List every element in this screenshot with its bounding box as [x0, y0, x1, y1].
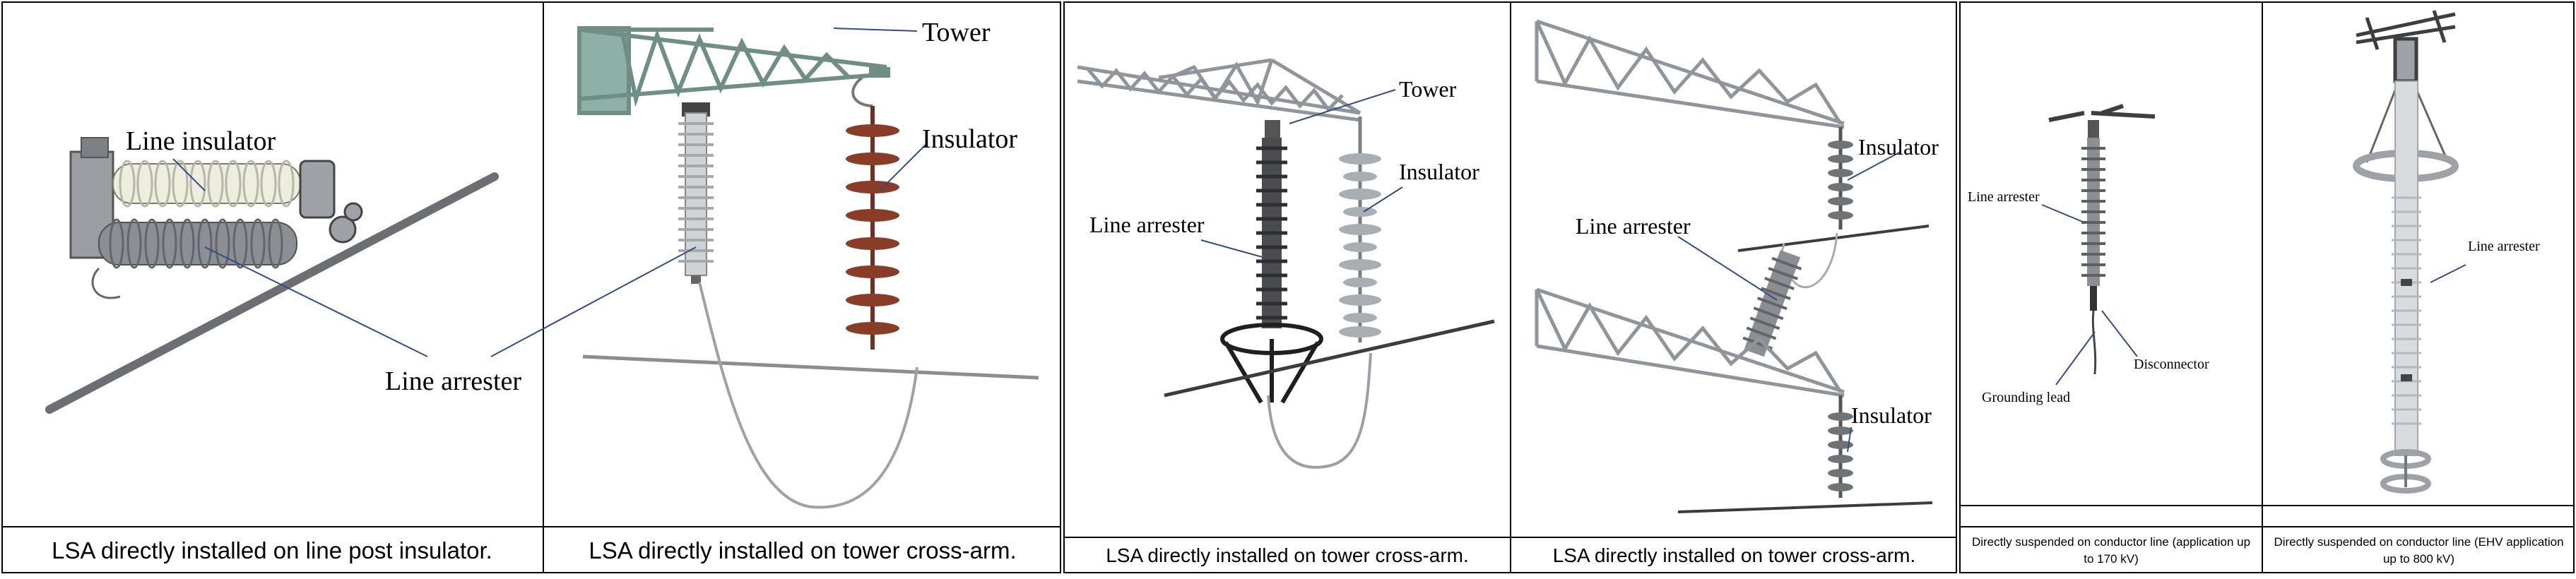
panel-3-grading-ring	[1220, 323, 1323, 404]
label-insulator-4-top: Insulator	[1858, 134, 1939, 160]
label-line-arrester-6: Line arrester	[2468, 239, 2540, 254]
panel-4-lower-insulator	[1828, 395, 1853, 498]
panel-4-upper-insulator	[1828, 127, 1853, 229]
panel-3-insulator-string	[1339, 117, 1381, 342]
panel-4-lower-cross-arm	[1535, 287, 1845, 398]
panel-3-connection-lead	[1267, 352, 1372, 469]
label-tower: Tower	[922, 18, 991, 47]
panel-2-caption: LSA directly installed on tower cross-ar…	[589, 537, 1017, 563]
label-tower-3: Tower	[1399, 76, 1457, 102]
panel-4-caption: LSA directly installed on tower cross-ar…	[1552, 544, 1916, 566]
panel-5-diagram	[2041, 104, 2156, 386]
panel-1-caption: LSA directly installed on line post insu…	[52, 537, 492, 563]
leader-line-arrester	[204, 246, 428, 357]
panel-6-diagram	[2353, 10, 2466, 494]
panel-group-1-caption-divider	[1, 526, 1061, 527]
panel-5-caption: Directly suspended on conductor line (ap…	[1971, 535, 2251, 566]
panel-group-3-caption-top-divider	[1959, 505, 2575, 506]
panel-4-upper-conductor	[1737, 225, 1930, 252]
panel-6-top-hardware	[2356, 10, 2456, 83]
label-disconnector: Disconnector	[2134, 357, 2209, 372]
label-insulator: Insulator	[922, 124, 1018, 154]
panel-3-caption: LSA directly installed on tower cross-ar…	[1106, 544, 1469, 566]
panel-group-3-caption-divider	[1959, 526, 2575, 527]
panel-3-conductor	[1164, 319, 1495, 398]
panel-5-conductor-clamp	[2048, 104, 2156, 122]
panel-4-diagram	[1535, 19, 1933, 513]
conductor-line	[45, 172, 499, 414]
clamp-hardware	[299, 160, 363, 244]
tower-insulator-string	[846, 76, 899, 350]
tower-arrester-body	[678, 102, 714, 284]
line-arrester-body	[98, 218, 297, 269]
leader-line-insulator	[172, 158, 206, 191]
label-grounding-lead: Grounding lead	[1982, 390, 2070, 405]
panel-4-arrester-body	[1742, 250, 1802, 357]
panel-group-3-frame	[1959, 1, 2575, 573]
label-line-arrester-5: Line arrester	[1968, 189, 2040, 205]
panel-1-diagram	[45, 137, 499, 414]
panel-6-arrester-column	[2392, 80, 2421, 456]
panel-6-caption: Directly suspended on conductor line (EH…	[2274, 535, 2564, 566]
panel-group-2-caption-divider	[1063, 537, 1957, 538]
panel-5-arrester-body	[2081, 138, 2105, 311]
label-line-arrester: Line arrester	[385, 366, 522, 396]
label-insulator-3: Insulator	[1399, 159, 1479, 184]
panel-2-connection-lead	[698, 282, 918, 509]
panel-1-2-divider	[543, 1, 544, 573]
panel-3-arrester-body	[1256, 120, 1287, 328]
panel-3-cross-arm	[1077, 58, 1361, 122]
panel-3-4-divider	[1510, 1, 1511, 573]
panel-4-upper-cross-arm	[1535, 19, 1845, 129]
panel-4-lower-conductor	[1677, 501, 1933, 513]
label-line-arrester-3: Line arrester	[1089, 212, 1205, 237]
panel-2-diagram	[490, 26, 1039, 509]
panel-5-6-divider	[2262, 1, 2263, 573]
panel-group-1-frame	[1, 1, 1061, 573]
panel-3-diagram	[1077, 58, 1495, 469]
label-line-arrester-4: Line arrester	[1576, 213, 1691, 239]
label-insulator-4-bottom: Insulator	[1851, 402, 1932, 428]
panel-2-conductor	[582, 354, 1039, 380]
tower-cross-arm	[577, 26, 890, 115]
label-line-insulator: Line insulator	[126, 126, 276, 156]
panel-5-grounding-lead	[2091, 310, 2097, 375]
